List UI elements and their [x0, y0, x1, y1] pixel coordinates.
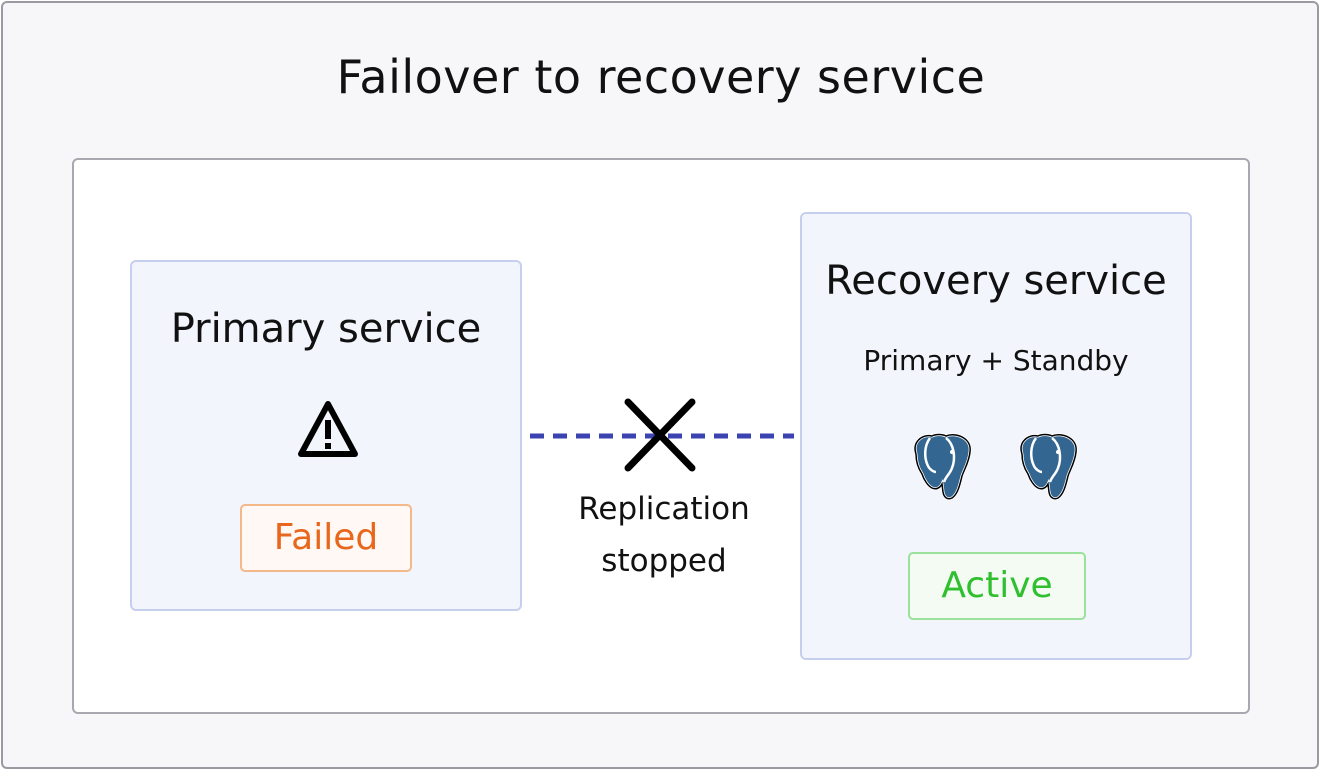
replication-link [530, 398, 794, 472]
diagram-title: Failover to recovery service [336, 50, 986, 104]
warning-triangle-icon [298, 401, 358, 457]
postgresql-elephant-icon [913, 433, 972, 501]
failed-status-badge: Failed [240, 504, 412, 572]
replication-label-line1: Replication [578, 491, 750, 527]
x-cross-icon [624, 398, 696, 472]
replication-label-line2: stopped [601, 543, 727, 579]
recovery-service-title: Recovery service [825, 258, 1167, 304]
postgresql-elephant-icon [1019, 433, 1078, 501]
primary-service-title: Primary service [170, 306, 482, 352]
active-status-badge: Active [908, 552, 1086, 620]
recovery-service-subtitle: Primary + Standby [863, 344, 1129, 377]
replication-label: Replication stopped [540, 483, 788, 587]
recovery-service-box: Recovery service Primary + Standby Activ… [800, 212, 1192, 660]
primary-service-box: Primary service Failed [130, 260, 522, 611]
